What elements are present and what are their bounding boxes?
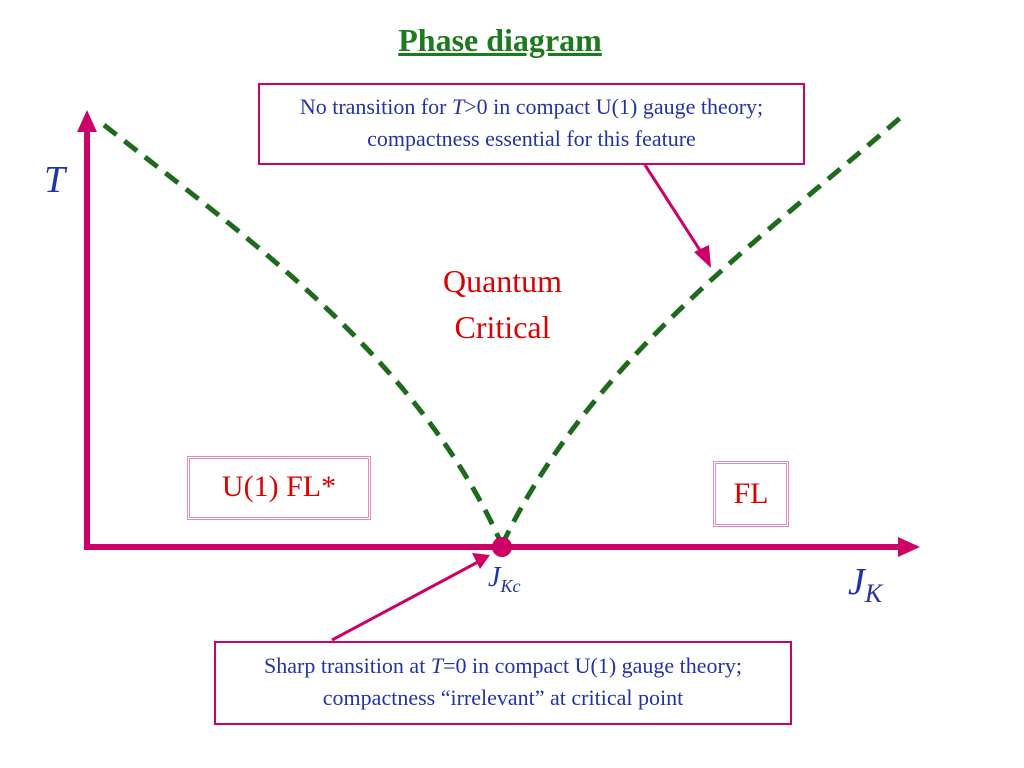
quantum-critical-label: Quantum Critical — [410, 258, 595, 350]
top-callout-arrowhead — [694, 245, 711, 268]
y-axis-label: T — [44, 159, 66, 201]
critical-point — [492, 537, 512, 557]
crossover-line-left — [102, 123, 505, 547]
top-callout-arrow — [643, 164, 705, 256]
x-axis-arrowhead — [898, 537, 920, 557]
critical-point-label-main: J — [488, 562, 501, 593]
quantum-critical-line2: Critical — [454, 309, 551, 345]
y-axis-arrowhead — [77, 110, 97, 132]
bottom-callout-arrow — [331, 560, 479, 642]
x-axis-label: JK — [848, 560, 882, 609]
callout-top-text-post: >0 in compact U(1) gauge theory; compact… — [367, 94, 764, 151]
region-fl-star-label: U(1) FL* — [187, 456, 371, 520]
critical-point-label-sub: Kc — [500, 576, 521, 596]
callout-top-text-pre: No transition for — [299, 94, 452, 119]
callout-bottom-text-post: =0 in compact U(1) gauge theory; compact… — [322, 653, 742, 710]
callout-top-text-italic: T — [451, 94, 465, 119]
callout-bottom-text-italic: T — [430, 653, 444, 678]
callout-sharp-transition: Sharp transition at T=0 in compact U(1) … — [214, 641, 792, 725]
x-axis-label-main: J — [848, 561, 865, 603]
bottom-callout-arrowhead — [472, 553, 490, 569]
x-axis-label-sub: K — [864, 579, 883, 608]
callout-bottom-text-pre: Sharp transition at — [264, 653, 431, 678]
region-fl-label: FL — [713, 461, 789, 527]
crossover-line-right — [499, 116, 902, 547]
page-title: Phase diagram — [398, 22, 602, 58]
critical-point-label: JKc — [488, 562, 520, 597]
callout-no-transition: No transition for T>0 in compact U(1) ga… — [258, 83, 805, 165]
quantum-critical-line1: Quantum — [442, 263, 563, 299]
